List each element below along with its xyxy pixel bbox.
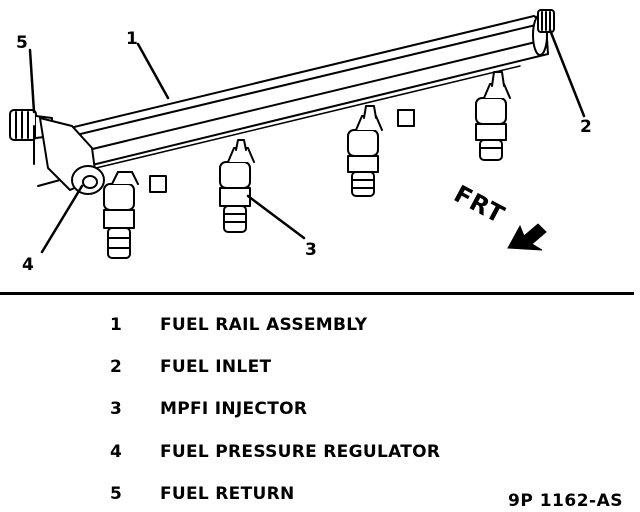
legend-label: FUEL PRESSURE REGULATOR — [160, 442, 441, 462]
front-arrow-icon — [507, 223, 547, 251]
callout-1: 1 — [126, 29, 138, 49]
fuel-inlet-fitting — [537, 9, 555, 33]
injector-3 — [347, 105, 415, 197]
legend-number: 2 — [110, 357, 123, 377]
fuel-rail-body — [69, 14, 549, 169]
leader-line-3 — [246, 194, 306, 240]
callout-4: 4 — [22, 255, 34, 275]
legend-label: FUEL INLET — [160, 357, 272, 377]
leader-line-5 — [28, 48, 36, 114]
callout-2: 2 — [580, 117, 592, 137]
injector-2 — [219, 139, 255, 233]
leader-line-2 — [548, 28, 586, 118]
callout-3: 3 — [305, 240, 317, 260]
fuel-rail-diagram: 1 2 3 4 5 FRT — [9, 9, 592, 275]
callout-5: 5 — [16, 33, 28, 53]
legend-label: MPFI INJECTOR — [160, 399, 308, 419]
legend-number: 5 — [110, 484, 123, 504]
legend-number: 3 — [110, 399, 123, 419]
legend-label: FUEL RETURN — [160, 484, 295, 504]
front-direction-label: FRT — [449, 180, 509, 230]
pressure-regulator — [33, 117, 105, 195]
legend-label: FUEL RAIL ASSEMBLY — [160, 315, 368, 335]
legend-number: 4 — [110, 442, 123, 462]
leader-line-4 — [40, 184, 84, 254]
leader-line-1 — [136, 42, 170, 100]
injector-4 — [475, 71, 511, 161]
injector-1 — [103, 171, 167, 259]
section-divider — [0, 292, 634, 295]
legend-number: 1 — [110, 315, 123, 335]
figure-code: 9P 1162-AS — [508, 491, 623, 511]
